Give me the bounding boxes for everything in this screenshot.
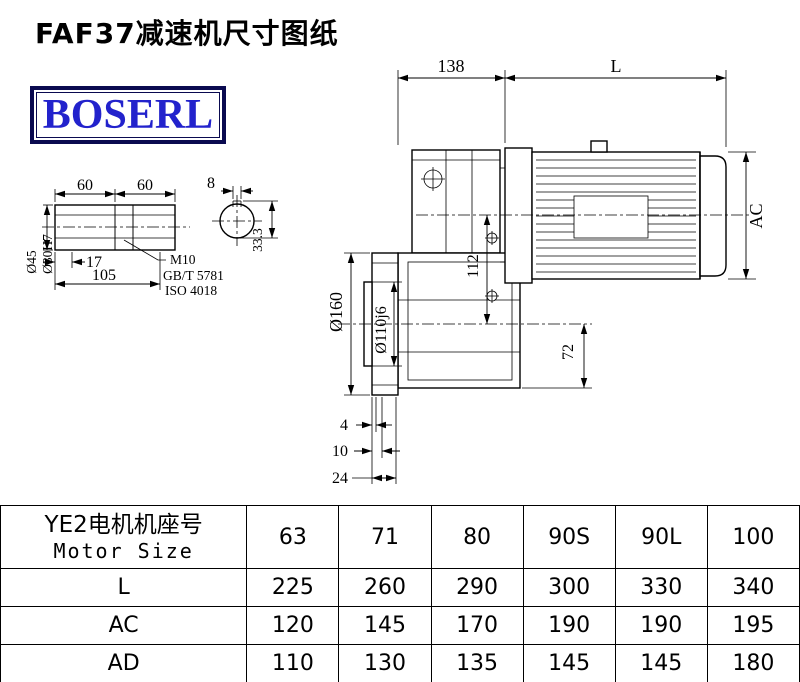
cell: 190 (614, 606, 708, 645)
shaft-section-view: 8 33.3 (207, 175, 278, 252)
cell: 120 (246, 606, 340, 645)
dim-label-138: 138 (438, 56, 465, 76)
cell: 340 (706, 568, 800, 607)
dim-label-160: Ø160 (326, 292, 346, 332)
motor-nameplate (573, 195, 649, 239)
centerlines (338, 214, 750, 325)
dim-label-105: 105 (92, 267, 116, 284)
dim-label-110j6: Ø110j6 (373, 306, 390, 353)
motor-fan-cover (699, 155, 727, 277)
dim-AC: AC (728, 151, 766, 280)
label-std-gb: GB/T 5781 (163, 268, 224, 283)
cell: 180 (706, 644, 800, 682)
col-header: 90L (614, 505, 708, 569)
dim-label-AC: AC (746, 203, 766, 228)
dim-label-d45: Ø45 (24, 250, 39, 273)
label-std-iso: ISO 4018 (165, 283, 217, 298)
header-motor-size-zh: YE2电机机座号 (44, 511, 203, 538)
label-thread-m10: M10 (170, 252, 196, 267)
col-header: 90S (522, 505, 616, 569)
dimension-drawing: 60 60 17 105 Ø45 Ø3 (24, 56, 766, 487)
dim-60-60: 60 60 (54, 177, 176, 202)
cell: 300 (522, 568, 616, 607)
cell: 145 (614, 644, 708, 682)
logo-text: BOSERL (42, 92, 214, 138)
thread-annotation: M10 GB/T 5781 ISO 4018 (123, 239, 224, 298)
row-label: AD (0, 644, 248, 682)
dim-label-60a: 60 (77, 177, 93, 194)
dim-outer-diameter: Ø45 (24, 204, 53, 274)
col-header: 63 (246, 505, 340, 569)
dim-label-L: L (611, 56, 622, 76)
page-title: FAF37减速机尺寸图纸 (35, 17, 339, 50)
cell: 130 (338, 644, 432, 682)
dim-105: 105 (54, 252, 161, 290)
cell: 260 (338, 568, 432, 607)
dim-label-112: 112 (465, 254, 482, 277)
dim-label-17: 17 (86, 254, 102, 271)
cell: 170 (430, 606, 524, 645)
dim-label-d30h7: Ø30H7 (40, 234, 55, 274)
cell: 145 (338, 606, 432, 645)
dim-key-height-33-3: 33.3 (240, 200, 278, 252)
cell: 190 (522, 606, 616, 645)
header-motor-size-en: Motor Size (53, 539, 194, 564)
col-header: 100 (706, 505, 800, 569)
dim-72: 72 (522, 324, 592, 389)
dim-spigot: Ø110j6 (366, 281, 402, 367)
dim-label-72: 72 (560, 344, 577, 360)
dim-label-33-3: 33.3 (250, 228, 265, 252)
dim-17: 17 (43, 252, 102, 271)
cell: 145 (522, 644, 616, 682)
cell: 135 (430, 644, 524, 682)
table-row-L: L 225 260 290 300 330 340 (0, 568, 800, 607)
motor-size-table: YE2电机机座号 Motor Size 63 71 80 90S 90L 100… (0, 505, 800, 682)
dim-label-24: 24 (332, 470, 348, 487)
row-label: AC (0, 606, 248, 645)
dim-label-10: 10 (332, 443, 348, 460)
row-label: L (0, 568, 248, 607)
dim-bottom-offsets: 4 10 24 (332, 397, 400, 487)
gearmotor-main-view: 138 L AC 112 72 (326, 56, 766, 487)
gearbox-housing (397, 149, 521, 389)
dim-112: 112 (465, 215, 491, 324)
col-header: 80 (430, 505, 524, 569)
cell: 110 (246, 644, 340, 682)
cell: 290 (430, 568, 524, 607)
dim-L: L (505, 56, 727, 147)
dim-label-8: 8 (207, 175, 215, 192)
header-motor-size: YE2电机机座号 Motor Size (0, 505, 248, 569)
table-row-AC: AC 120 145 170 190 190 195 (0, 606, 800, 645)
table-row-AD: AD 110 130 135 145 145 180 (0, 644, 800, 682)
col-header: 71 (338, 505, 432, 569)
table-header-row: YE2电机机座号 Motor Size 63 71 80 90S 90L 100 (0, 505, 800, 569)
dim-label-4: 4 (340, 417, 348, 434)
dim-138: 138 (397, 56, 506, 145)
cell: 225 (246, 568, 340, 607)
boserl-logo: BOSERL (30, 86, 226, 144)
motor (500, 140, 727, 284)
motor-lifting-eye (590, 140, 608, 153)
cell: 330 (614, 568, 708, 607)
hollow-shaft-detail: 60 60 17 105 Ø45 Ø3 (24, 177, 224, 298)
dim-label-60b: 60 (137, 177, 153, 194)
cell: 195 (706, 606, 800, 645)
dim-key-width-8: 8 (207, 175, 253, 199)
dim-flange-od: Ø160 (326, 252, 370, 396)
